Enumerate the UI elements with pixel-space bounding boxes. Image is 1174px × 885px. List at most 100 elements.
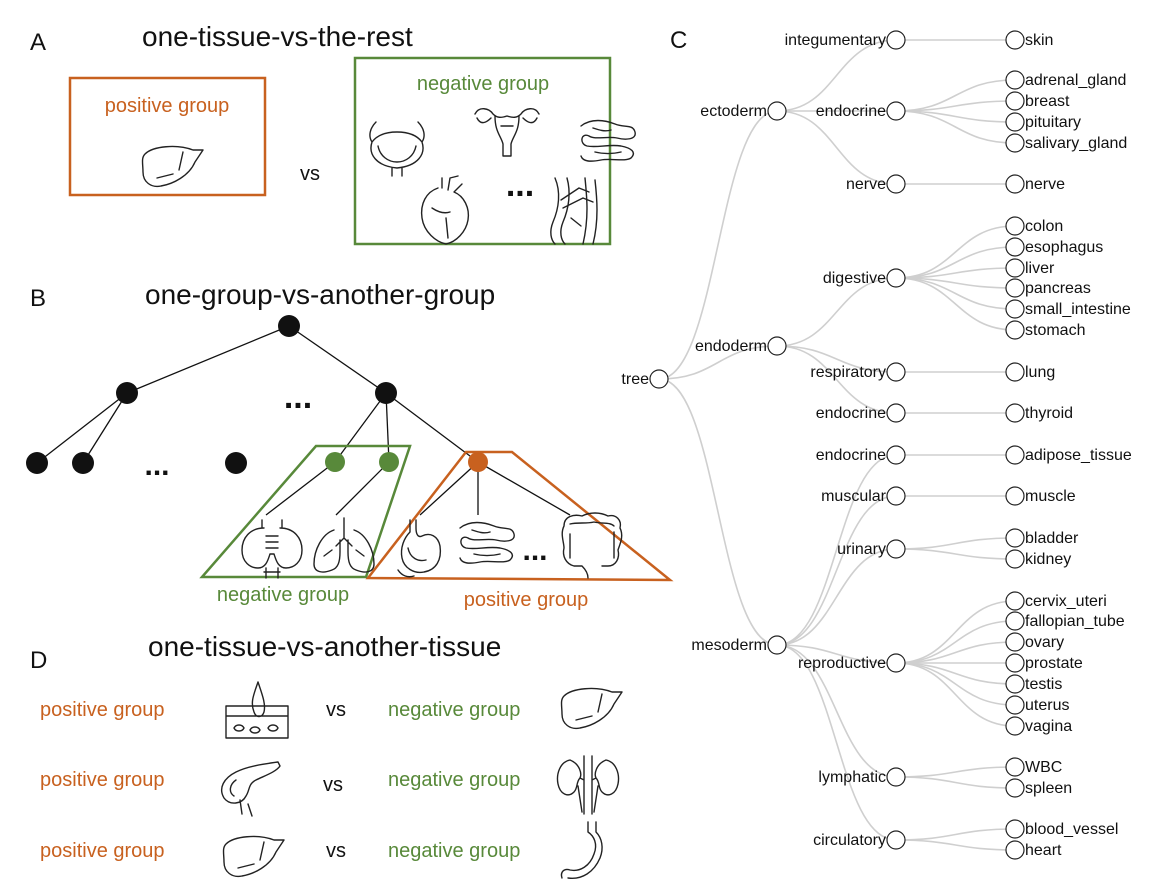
system-node: reproductive [798,653,906,673]
tissue-node: kidney [1005,549,1071,569]
tissue-node-circle [1005,30,1025,50]
germ-layer-node-circle [767,336,787,356]
tree-edge [895,225,1016,279]
tissue-node-circle [1005,362,1025,382]
system-node-label: urinary [837,541,886,558]
system-node-circle [886,268,906,288]
tissue-node-label: nerve [1025,176,1065,193]
tree-edge [658,378,778,646]
stomach-icon [560,821,603,880]
negative-node [325,452,345,472]
vs-label: vs [326,699,346,721]
tissue-node-label: testis [1025,676,1062,693]
system-node: endocrine [816,445,906,465]
tree-edge [776,345,897,414]
tissue-node: skin [1005,30,1053,50]
tree-edge [776,454,897,646]
tree-root-node-label: tree [621,371,649,388]
tree-edge [776,644,897,664]
tissue-node: adipose_tissue [1005,445,1132,465]
tree-edge [776,495,897,646]
tissue-node-label: fallopian_tube [1025,613,1125,630]
panel-d-title: one-tissue-vs-another-tissue [148,631,501,662]
tissue-node-label: breast [1025,93,1070,110]
tissue-node-circle [1005,403,1025,423]
tissue-node-circle [1005,591,1025,611]
tree-edge [895,548,1016,560]
tissue-node: muscle [1005,486,1076,506]
tissue-node-circle [1005,757,1025,777]
tissue-node: colon [1005,216,1063,236]
internal-node [375,382,397,404]
tissue-node: nerve [1005,174,1065,194]
comparison-row: positive group vs negative group [40,821,603,880]
root-node [278,315,300,337]
tissue-node-circle [1005,486,1025,506]
tissue-node-label: spleen [1025,780,1072,797]
leaf-node [26,452,48,474]
stomach-icon [397,519,442,578]
system-node: nerve [846,174,906,194]
tissue-node-circle [1005,133,1025,153]
negative-group-label: negative group [388,769,520,791]
blood-vessel-icon [550,177,598,245]
tree-edge [895,641,1016,664]
tree-edges [658,39,1016,851]
positive-group-box [68,76,267,197]
germ-layer-node: ectoderm [700,101,787,121]
system-node-label: respiratory [810,364,886,381]
comparison-row: positive group vs negative group [40,755,620,817]
tissue-node: uterus [1005,695,1069,715]
tissue-node: ovary [1005,632,1064,652]
system-node-label: digestive [823,270,886,287]
tree-nodes: tree ectoderm endoderm mesoderm integumentar… [621,30,1132,860]
tree-edge [658,110,778,380]
system-node-label: endocrine [816,447,886,464]
pancreas-icon [220,761,281,817]
negative-group-label: negative group [417,73,549,95]
vs-label: vs [300,163,320,185]
vs-label: vs [323,774,343,796]
tissue-node-circle [1005,278,1025,298]
panel-a-letter: A [30,29,46,56]
system-node-label: integumentary [785,32,886,49]
tree-edge [895,620,1016,664]
system-node-label: endocrine [816,405,886,422]
internal-node [116,382,138,404]
positive-group-outline [365,450,674,582]
tissue-node: testis [1005,674,1062,694]
tissue-node-label: colon [1025,218,1063,235]
negative-group-label: negative group [217,584,349,606]
tissue-node-circle [1005,653,1025,673]
tree-edge [776,110,897,185]
kidneys-icon [556,755,620,815]
tissue-node-circle [1005,674,1025,694]
tissue-node: fallopian_tube [1005,611,1125,631]
negative-group-label: negative group [388,840,520,862]
colon-icon [561,512,623,579]
tissue-node-circle [1005,91,1025,111]
tissue-node-label: heart [1025,842,1062,859]
panel-d-letter: D [30,647,47,674]
ellipsis: ... [284,378,312,416]
tree-edge [776,644,897,841]
tree-edge [895,839,1016,851]
germ-layer-node: mesoderm [691,635,787,655]
tissue-node-label: salivary_gland [1025,135,1127,152]
tissue-node: lung [1005,362,1055,382]
negative-group-outline [199,444,412,579]
panel-b-title: one-group-vs-another-group [145,279,495,310]
tissue-node-label: stomach [1025,322,1085,339]
germ-layer-node-label: endoderm [695,338,767,355]
system-node: endocrine [816,101,906,121]
intestine-icon [459,521,515,564]
tissue-node-label: adrenal_gland [1025,72,1126,89]
panel-b-letter: B [30,285,46,312]
tree-edge [658,345,778,380]
tissue-node-circle [1005,778,1025,798]
vs-label: vs [326,840,346,862]
tissue-node-label: vagina [1025,718,1072,735]
tissue-node-label: WBC [1025,759,1062,776]
positive-group-label: positive group [464,589,589,611]
